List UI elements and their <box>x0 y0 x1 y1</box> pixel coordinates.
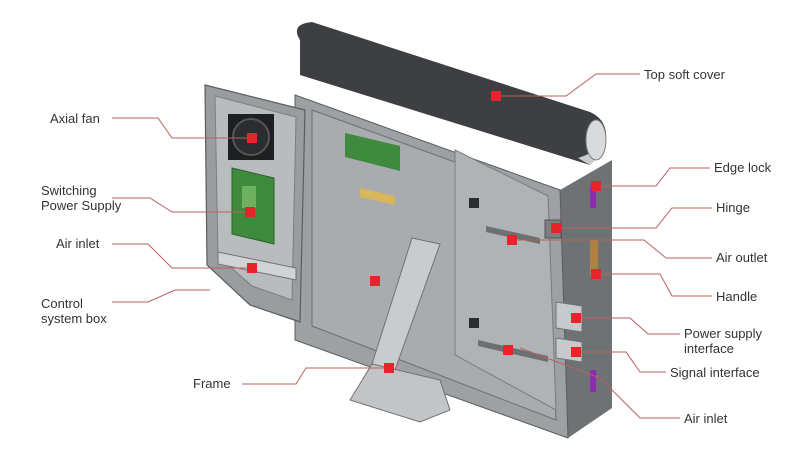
leader-control-box <box>112 289 210 303</box>
markers <box>245 91 601 373</box>
label-top-soft-cover: Top soft cover <box>644 67 725 82</box>
marker-power-supply <box>245 207 255 217</box>
leader-axial-fan <box>112 117 252 139</box>
leader-air-inlet-bottom <box>519 347 680 419</box>
leader-handle <box>596 273 712 297</box>
frame-base <box>349 363 451 423</box>
top-soft-cover-cap <box>585 119 607 161</box>
marker-edge-lock <box>591 181 601 191</box>
label-switching-power-supply: Switching Power Supply <box>41 183 122 213</box>
cabinet-side-panel <box>560 160 612 438</box>
marker-air-inlet-left <box>247 263 257 273</box>
label-power-supply-interface: Power supply interface <box>684 326 763 356</box>
top-soft-cover-shape <box>296 22 607 165</box>
edge-lock-bottom-shape <box>590 370 596 392</box>
label-hinge: Hinge <box>716 200 750 215</box>
label-handle: Handle <box>716 289 758 304</box>
marker-air-outlet <box>507 235 517 245</box>
vent-square-upper <box>469 198 479 208</box>
marker-air-inlet-bottom <box>503 345 513 355</box>
handle-strip <box>590 240 598 276</box>
label-air-outlet: Air outlet <box>716 250 768 265</box>
label-air-inlet-bottom: Air inlet <box>684 411 728 426</box>
marker-handle <box>591 269 601 279</box>
power-interface-box <box>555 301 583 333</box>
label-control-system-box: Control system box <box>41 296 107 326</box>
psu-chip <box>242 186 256 208</box>
marker-top-cover <box>491 91 501 101</box>
leader-power-supply-interface <box>576 317 680 335</box>
leader-edge-lock <box>596 167 710 187</box>
label-axial-fan: Axial fan <box>50 111 100 126</box>
vent-square-lower <box>469 318 479 328</box>
leader-frame <box>242 367 388 385</box>
marker-signal-interface <box>571 347 581 357</box>
label-signal-interface: Signal interface <box>670 365 760 380</box>
edge-lock-top-shape <box>590 186 596 208</box>
back-pcb <box>345 133 400 171</box>
leader-signal-interface <box>576 351 666 373</box>
label-air-inlet-left: Air inlet <box>56 236 100 251</box>
leader-lines <box>112 73 712 419</box>
label-frame: Frame <box>193 376 231 391</box>
marker-hinge <box>551 223 561 233</box>
marker-power-interface <box>571 313 581 323</box>
leader-air-outlet <box>512 239 712 259</box>
marker-axial-fan <box>247 133 257 143</box>
label-edge-lock: Edge lock <box>714 160 772 175</box>
leader-power-supply <box>112 197 250 213</box>
leader-hinge <box>556 207 712 229</box>
marker-back-panel <box>370 276 380 286</box>
leader-top-cover <box>496 73 640 97</box>
leader-air-inlet-left <box>112 243 252 269</box>
marker-frame <box>384 363 394 373</box>
back-connector-board <box>360 188 395 205</box>
